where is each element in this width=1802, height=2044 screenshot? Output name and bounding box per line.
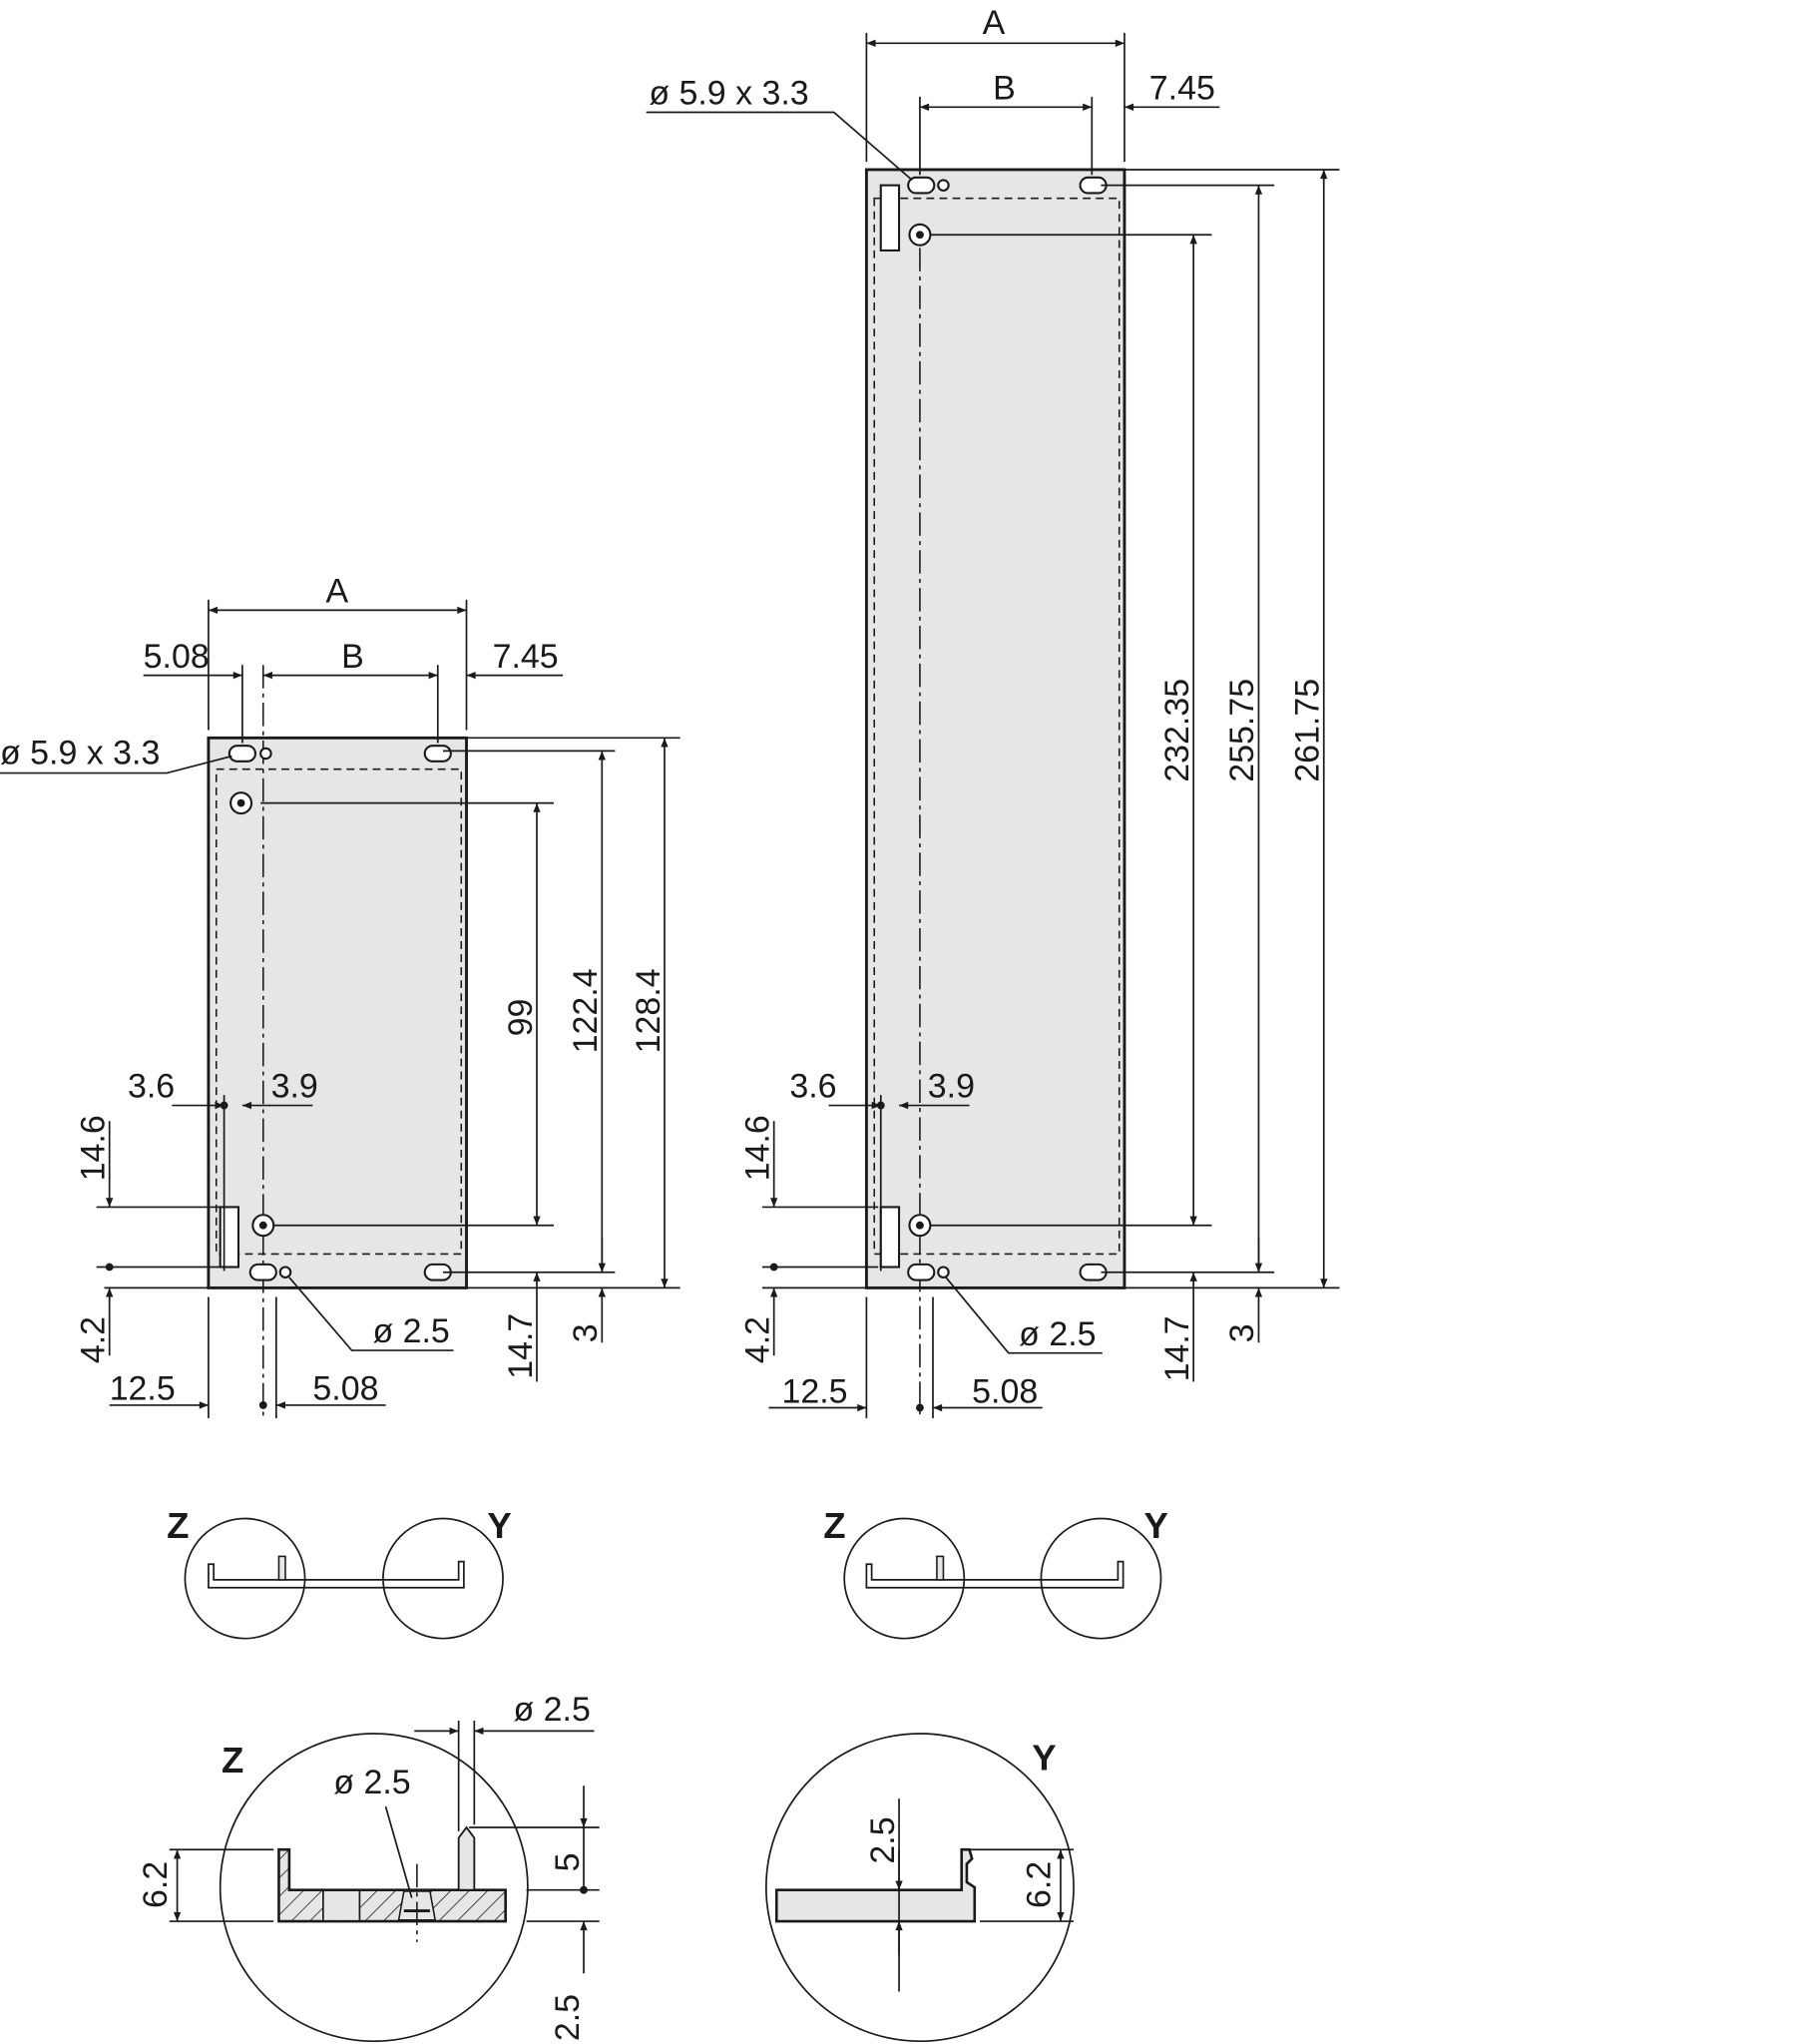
slot-label: ø 5.9 x 3.3 [649,75,808,113]
dim-3-6: 3.6 [128,1068,175,1106]
dim-14-6: 14.6 [74,1115,112,1181]
dim-height-mid: 122.4 [567,968,605,1053]
detail-z-title: Z [222,1740,243,1781]
section-left: Z Y [167,1505,512,1640]
dim-left-offset: 5.08 [144,638,210,676]
dim-5-08: 5.08 [312,1370,378,1408]
hole-diameter-label: ø 2.5 [333,1764,410,1801]
section-y-label: Y [1144,1505,1168,1546]
dim-3: 3 [567,1323,605,1342]
dim-6-2: 6.2 [137,1861,175,1908]
dim-5-08: 5.08 [972,1372,1038,1410]
dim-height-inner: 232.35 [1158,679,1196,782]
left-panel-drawing: A B 5.08 7.45 ø 5.9 x 3.3 99 122.4 128.4… [0,573,680,1418]
right-panel [864,168,1126,1289]
dim-right-offset: 7.45 [1149,69,1215,107]
detail-z: Z 6.2 ø 2.5 ø 2.5 5 2.5 [137,1691,600,2043]
dim-height-total: 128.4 [630,968,668,1053]
dim-14-7: 14.7 [502,1313,540,1379]
dim-5: 5 [549,1853,587,1872]
dim-b: B [993,69,1016,107]
section-y-label: Y [487,1505,511,1546]
dim-height-inner: 99 [502,999,540,1037]
section-right: Z Y [823,1505,1168,1640]
dim-3-9: 3.9 [928,1068,975,1106]
dim-3-9: 3.9 [271,1068,318,1106]
detail-y: Y 2.5 6.2 [764,1733,1075,2043]
section-z-label: Z [167,1505,189,1546]
dim-2-5: 2.5 [549,1994,587,2041]
dim-12-5: 12.5 [110,1370,176,1408]
slot-label: ø 5.9 x 3.3 [0,734,160,771]
dim-2-5: 2.5 [864,1816,902,1863]
right-panel-drawing: A B 7.45 ø 5.9 x 3.3 232.35 255.75 261.7… [646,4,1340,1418]
dim-3: 3 [1223,1323,1261,1342]
dim-a: A [325,573,348,611]
dim-4-2: 4.2 [738,1316,776,1363]
left-panel [207,736,468,1289]
dim-height-total: 261.75 [1289,679,1327,782]
section-z-label: Z [823,1505,845,1546]
hole-label: ø 2.5 [1019,1315,1096,1353]
dim-3-6: 3.6 [789,1068,836,1106]
dim-height-mid: 255.75 [1223,679,1261,782]
pin-diameter-label: ø 2.5 [514,1691,591,1729]
hole-label: ø 2.5 [372,1312,449,1350]
dim-b: B [341,638,364,676]
dim-4-2: 4.2 [74,1316,112,1363]
dim-14-7: 14.7 [1158,1315,1196,1381]
slot-icon [227,745,256,763]
dim-12-5: 12.5 [782,1372,848,1410]
detail-y-title: Y [1032,1738,1056,1779]
dim-right-offset: 7.45 [493,638,559,676]
dim-a: A [983,4,1006,42]
dim-14-6: 14.6 [738,1115,776,1181]
dim-6-2: 6.2 [1021,1861,1059,1908]
